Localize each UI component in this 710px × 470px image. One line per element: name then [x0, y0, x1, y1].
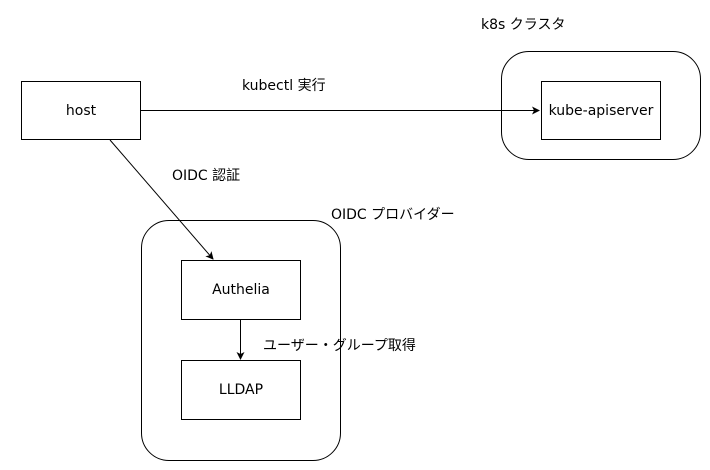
lldap-node: LLDAP — [181, 360, 301, 420]
k8s-cluster-label: k8s クラスタ — [481, 17, 566, 33]
edge-label-kubectl: kubectl 実行 — [242, 78, 326, 94]
edge-label-user-group: ユーザー・グループ取得 — [263, 338, 416, 354]
authelia-node: Authelia — [181, 260, 301, 320]
host-node: host — [21, 81, 141, 140]
kube-apiserver-node: kube-apiserver — [541, 81, 661, 140]
edge-label-oidc-auth: OIDC 認証 — [172, 168, 241, 184]
oidc-provider-label: OIDC プロバイダー — [331, 207, 455, 223]
